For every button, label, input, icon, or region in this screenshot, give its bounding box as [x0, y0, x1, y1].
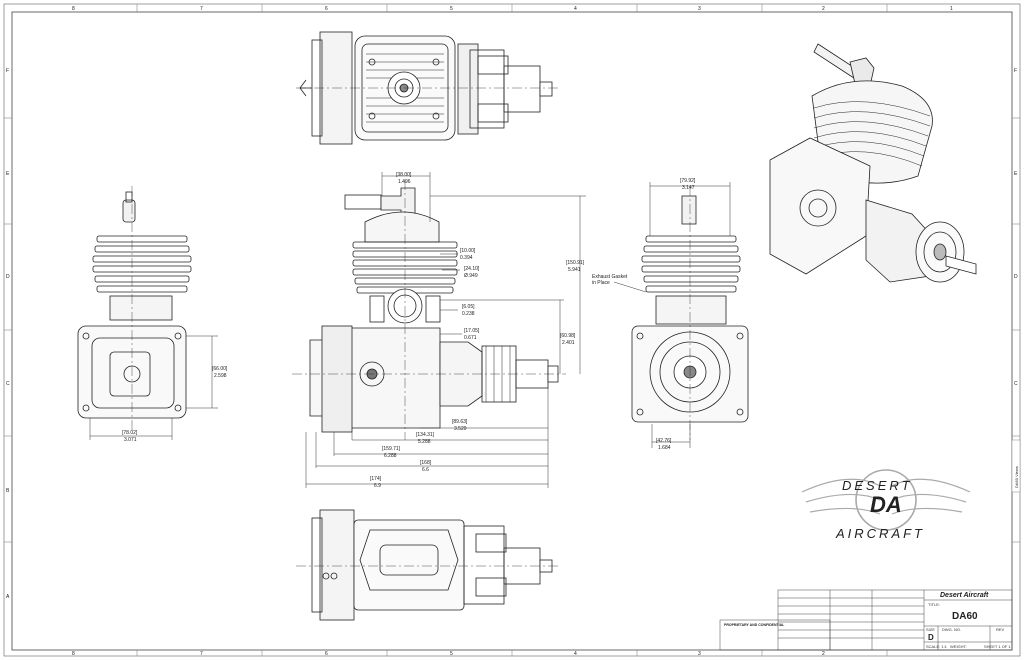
zone-row-e-right: E	[1014, 171, 1018, 177]
zone-row-d-right: D	[1014, 274, 1018, 280]
sheet-border: 8 7 6 5 4 3 2 1 8 7 6 5 4 3 2 F E D C B …	[3, 3, 1021, 657]
zone-row-e: E	[6, 171, 10, 177]
front-view	[77, 186, 192, 430]
size-value: D	[928, 633, 934, 642]
dim-shaft-height-in: 2.401	[562, 340, 575, 346]
zone-col-1: 1	[950, 6, 953, 12]
dim-len-5-mm: [174]	[370, 476, 382, 482]
zone-col-2-bottom: 2	[822, 651, 825, 657]
desert-aircraft-logo: DESERT AIRCRAFT DA	[801, 469, 971, 541]
front-view-dimensions	[89, 335, 218, 440]
callout-exhaust-gasket-2: in Place	[592, 280, 610, 286]
dim-top-width-in: 1.496	[398, 179, 411, 185]
title-block-text: Desert Aircraft TITLE: DA60 SIZE D DWG. …	[724, 592, 1011, 649]
isometric-view	[769, 43, 977, 283]
title-label: TITLE:	[928, 602, 940, 607]
scale-label: SCALE: 1:1	[926, 644, 948, 649]
zone-col-7-bottom: 7	[200, 651, 203, 657]
zone-row-c-right: C	[1014, 381, 1018, 387]
zone-col-6-bottom: 6	[325, 651, 328, 657]
side-view-dimensions	[305, 172, 586, 488]
logo-monogram: DA	[870, 492, 902, 517]
dim-rear-offset-mm: [42.76]	[656, 438, 672, 444]
zone-column-labels: 8 7 6 5 4 3 2 1 8 7 6 5 4 3 2	[72, 6, 953, 657]
dim-rear-width-mm: [79.92]	[680, 178, 696, 184]
dim-head-a-mm: [10.00]	[460, 248, 476, 254]
zone-col-3: 3	[698, 6, 701, 12]
zone-row-f-right: F	[1014, 68, 1017, 74]
dim-top-width-mm: [38.00]	[396, 172, 412, 178]
dim-len-2-mm: [134.31]	[416, 432, 435, 438]
rear-view-fins	[641, 235, 741, 293]
dim-head-a-in: 0.394	[460, 255, 473, 261]
logo-text-aircraft: AIRCRAFT	[835, 526, 925, 541]
side-tab-label: DA60 Views	[1014, 466, 1019, 488]
side-view-dimension-text: [38.00] 1.496 [10.00] 0.394 [24.10] Ø.94…	[370, 172, 585, 489]
dim-front-width-mm: [78.02]	[122, 430, 138, 436]
zone-row-a: A	[6, 594, 10, 600]
dim-total-height-mm: [150.91]	[566, 260, 585, 266]
dim-len-1-mm: [89.63]	[452, 419, 468, 425]
side-view	[292, 180, 566, 440]
dim-shaft-height-mm: [60.98]	[560, 333, 576, 339]
zone-col-8: 8	[72, 6, 75, 12]
title-company: Desert Aircraft	[940, 592, 989, 599]
front-view-fins	[92, 235, 192, 293]
zone-row-d: D	[6, 274, 10, 280]
front-view-dimension-text: [78.02] 3.071 [66.00] 2.598	[122, 366, 228, 443]
dim-len-2-in: 5.288	[418, 439, 431, 445]
dim-len-3-in: 6.288	[384, 453, 397, 459]
zone-row-labels: F E D C B A F E D C	[6, 68, 1018, 600]
dim-len-3-mm: [159.71]	[382, 446, 401, 452]
zone-row-c: C	[6, 381, 10, 387]
logo-text-desert: DESERT	[842, 478, 913, 493]
dim-rear-width-in: 3.147	[682, 185, 695, 191]
zone-col-6: 6	[325, 6, 328, 12]
zone-row-b: B	[6, 488, 10, 494]
rear-view-dimensions	[613, 182, 731, 448]
zone-col-8-bottom: 8	[72, 651, 75, 657]
dwg-no-label: DWG. NO.	[942, 627, 961, 632]
dim-front-height-in: 2.598	[214, 373, 227, 379]
dim-head-b-in: Ø.949	[464, 273, 478, 279]
dim-len-1-in: 3.529	[454, 426, 467, 432]
size-label: SIZE	[926, 627, 935, 632]
rear-view-dimension-text: [79.92] 3.147 [42.76] 1.684 Exhaust Gask…	[592, 178, 696, 451]
zone-col-2: 2	[822, 6, 825, 12]
dim-len-5-in: 6.9	[374, 483, 381, 489]
dim-bolt-a-in: 0.238	[462, 311, 475, 317]
callout-exhaust-gasket: Exhaust Gasket	[592, 274, 628, 280]
dim-bolt-b-in: 0.671	[464, 335, 477, 341]
title-block	[719, 589, 1013, 651]
zone-col-4-bottom: 4	[574, 651, 577, 657]
proprietary-heading: PROPRIETARY AND CONFIDENTIAL	[724, 623, 785, 627]
zone-col-5-bottom: 5	[450, 651, 453, 657]
weight-label: WEIGHT:	[950, 644, 967, 649]
bottom-view	[296, 509, 560, 621]
side-tab: DA60 Views	[1011, 439, 1021, 493]
title-value: DA60	[952, 611, 978, 622]
dim-len-4-mm: [168]	[420, 460, 432, 466]
zone-col-5: 5	[450, 6, 453, 12]
dim-bolt-a-mm: [6.05]	[462, 304, 475, 310]
dim-front-height-mm: [66.00]	[212, 366, 228, 372]
cylinder-fins	[352, 241, 458, 294]
dim-head-b-mm: [24.10]	[464, 266, 480, 272]
zone-col-3-bottom: 3	[698, 651, 701, 657]
dim-total-height-in: 5.941	[568, 267, 581, 273]
zone-row-f: F	[6, 68, 9, 74]
zone-col-7: 7	[200, 6, 203, 12]
dim-bolt-b-mm: [17.05]	[464, 328, 480, 334]
dim-rear-offset-in: 1.684	[658, 445, 671, 451]
top-view	[296, 31, 560, 145]
sheet-label: SHEET 1 OF 1	[984, 644, 1011, 649]
rev-label: REV	[996, 627, 1005, 632]
zone-col-4: 4	[574, 6, 577, 12]
dim-len-4-in: 6.6	[422, 467, 429, 473]
rear-view	[631, 186, 749, 440]
dim-front-width-in: 3.071	[124, 437, 137, 443]
